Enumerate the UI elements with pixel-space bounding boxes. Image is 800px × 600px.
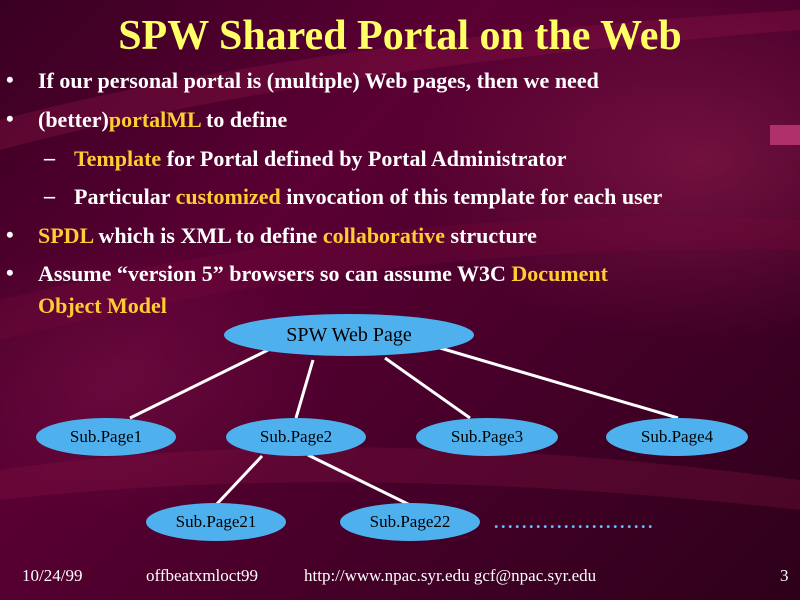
bullet-text: which is XML to define: [93, 223, 323, 248]
bullet-text: If our personal portal is (multiple) Web…: [38, 68, 599, 93]
node-subpage4: Sub.Page4: [606, 418, 748, 456]
highlighted-term: customized: [175, 184, 281, 209]
sub-bullet-dash: –: [44, 183, 55, 208]
bullet-text: to define: [200, 107, 288, 132]
bullet-dot: •: [6, 106, 14, 131]
ellipsis-dots: . . . . . . . . . . . . . . . . . . . . …: [494, 512, 652, 532]
bullet-line-2: (better)portalML to define: [38, 106, 287, 134]
node-subpage2: Sub.Page2: [226, 418, 366, 456]
bullet-line-4-cont: Object Model: [38, 292, 167, 320]
highlighted-term: collaborative: [322, 223, 446, 248]
bullet-dot: •: [6, 67, 14, 92]
bullet-text: Assume “version 5” browsers so can assum…: [38, 261, 512, 286]
node-spw-web-page: SPW Web Page: [224, 314, 474, 356]
footer-links: http://www.npac.syr.edu gcf@npac.syr.edu: [304, 566, 597, 585]
bullet-line-4: Assume “version 5” browsers so can assum…: [38, 260, 608, 288]
bullet-text: Particular: [74, 184, 176, 209]
page-title: SPW Shared Portal on the Web: [118, 13, 682, 59]
sub-bullet-line-2: Particular customized invocation of this…: [74, 183, 662, 211]
bullet-dot: •: [6, 222, 14, 247]
node-subpage1: Sub.Page1: [36, 418, 176, 456]
sub-bullet-dash: –: [44, 145, 55, 170]
bullet-dot: •: [6, 260, 14, 285]
footer-date: 10/24/99: [22, 566, 83, 585]
footer-filename: offbeatxmloct99: [146, 566, 259, 585]
highlighted-term: Document: [511, 261, 608, 286]
bullet-text: structure: [445, 223, 537, 248]
highlighted-term: Object Model: [38, 293, 167, 318]
node-subpage22: Sub.Page22: [340, 503, 480, 541]
sub-bullet-line-1: Template for Portal defined by Portal Ad…: [74, 145, 567, 173]
node-subpage3: Sub.Page3: [416, 418, 558, 456]
highlighted-term: portalML: [108, 107, 201, 132]
bullet-text: invocation of this template for each use…: [280, 184, 663, 209]
highlighted-term: SPDL: [38, 223, 94, 248]
node-subpage21: Sub.Page21: [146, 503, 286, 541]
footer-page-number: 3: [780, 566, 789, 585]
bullet-line-1: If our personal portal is (multiple) Web…: [38, 67, 599, 95]
bullet-text: (better): [38, 107, 109, 132]
bullet-line-3: SPDL which is XML to define collaborativ…: [38, 222, 537, 250]
highlighted-term: Template: [74, 146, 162, 171]
bullet-text: for Portal defined by Portal Administrat…: [161, 146, 567, 171]
